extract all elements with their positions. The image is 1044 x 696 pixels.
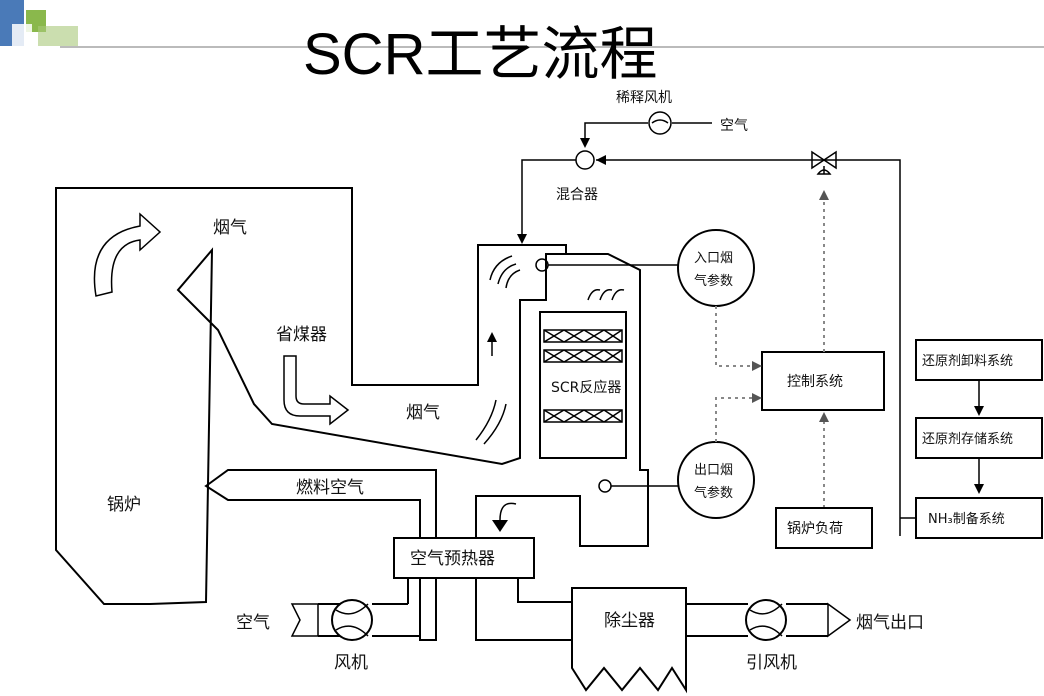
label-outlet-params-2: 气参数 xyxy=(694,485,733,501)
label-reductant-unloading: 还原剂卸料系统 xyxy=(922,353,1013,369)
label-flue-gas-mid: 烟气 xyxy=(406,403,440,423)
air-preheater-box xyxy=(393,537,535,579)
arrow-left-icon xyxy=(596,155,606,165)
label-fan: 风机 xyxy=(334,653,368,673)
air-inlet-icon xyxy=(290,603,319,637)
page-title: SCR工艺流程 xyxy=(303,22,657,87)
outlet-arrow-icon xyxy=(827,602,852,638)
fuel-air-duct xyxy=(204,469,437,641)
label-boiler: 锅炉 xyxy=(107,495,141,515)
flow-lines-top-icon xyxy=(489,255,513,281)
arrow-down-icon xyxy=(492,520,508,532)
label-dust-collector: 除尘器 xyxy=(604,611,655,631)
label-control-system: 控制系统 xyxy=(787,374,843,390)
flow-lines-icon xyxy=(475,399,497,441)
reductant-storage-box xyxy=(915,417,1043,459)
arrow-down-icon xyxy=(517,234,527,244)
signal-outlet-line xyxy=(715,397,758,442)
dilution-line xyxy=(584,122,648,140)
dilution-fan-icon xyxy=(648,111,672,135)
label-reductant-storage: 还原剂存储系统 xyxy=(922,432,1013,447)
dilution-fan-blade-icon xyxy=(651,119,669,124)
arrow-down-icon xyxy=(974,406,984,416)
signal-inlet-line xyxy=(715,306,758,367)
label-air-preheater: 空气预热器 xyxy=(410,549,495,569)
boiler-outline xyxy=(55,187,567,605)
reactor-shell xyxy=(475,253,649,547)
label-mixer: 混合器 xyxy=(556,187,598,203)
catalyst-layers xyxy=(543,329,623,423)
label-inlet-params-1: 入口烟 xyxy=(694,251,733,266)
arrow-down-icon xyxy=(974,484,984,494)
label-scr-reactor: SCR反应器 xyxy=(551,379,621,396)
dust-collector-shape xyxy=(571,587,687,694)
inlet-params-circle xyxy=(677,229,755,307)
mixer-icon xyxy=(575,150,595,170)
flue-gas-flow-arrow-icon xyxy=(93,212,162,297)
label-air-top: 空气 xyxy=(720,118,748,134)
slide-header-decoration xyxy=(0,0,1044,48)
label-nh3-preparation: NH₃制备系统 xyxy=(928,511,1005,527)
label-flue-gas-top: 烟气 xyxy=(213,218,247,238)
label-air-bottom: 空气 xyxy=(236,613,270,633)
outlet-params-circle xyxy=(677,441,755,519)
economizer-flow-arrow-icon xyxy=(283,355,350,426)
valve-icon xyxy=(811,150,826,170)
nh3-preparation-box xyxy=(915,497,1043,539)
label-outlet-params-1: 出口烟 xyxy=(694,463,733,478)
arrow-down-icon xyxy=(580,138,590,148)
mixer-to-reactor-line xyxy=(521,159,576,236)
ammonia-line xyxy=(596,159,901,536)
reactor-outlet-flow-icon xyxy=(499,502,517,521)
boiler-load-box xyxy=(775,507,873,549)
label-flue-gas-outlet: 烟气出口 xyxy=(856,613,924,633)
label-economizer: 省煤器 xyxy=(276,325,327,345)
label-boiler-load: 锅炉负荷 xyxy=(787,521,843,537)
outlet-sensor-icon xyxy=(598,479,612,493)
label-fuel-air: 燃料空气 xyxy=(296,478,364,498)
reactor-inlet-flow-icon xyxy=(587,288,625,301)
label-dilution-fan: 稀释风机 xyxy=(616,90,672,106)
label-id-fan: 引风机 xyxy=(746,653,797,673)
reductant-unloading-box xyxy=(915,339,1043,381)
label-inlet-params-2: 气参数 xyxy=(694,273,733,289)
